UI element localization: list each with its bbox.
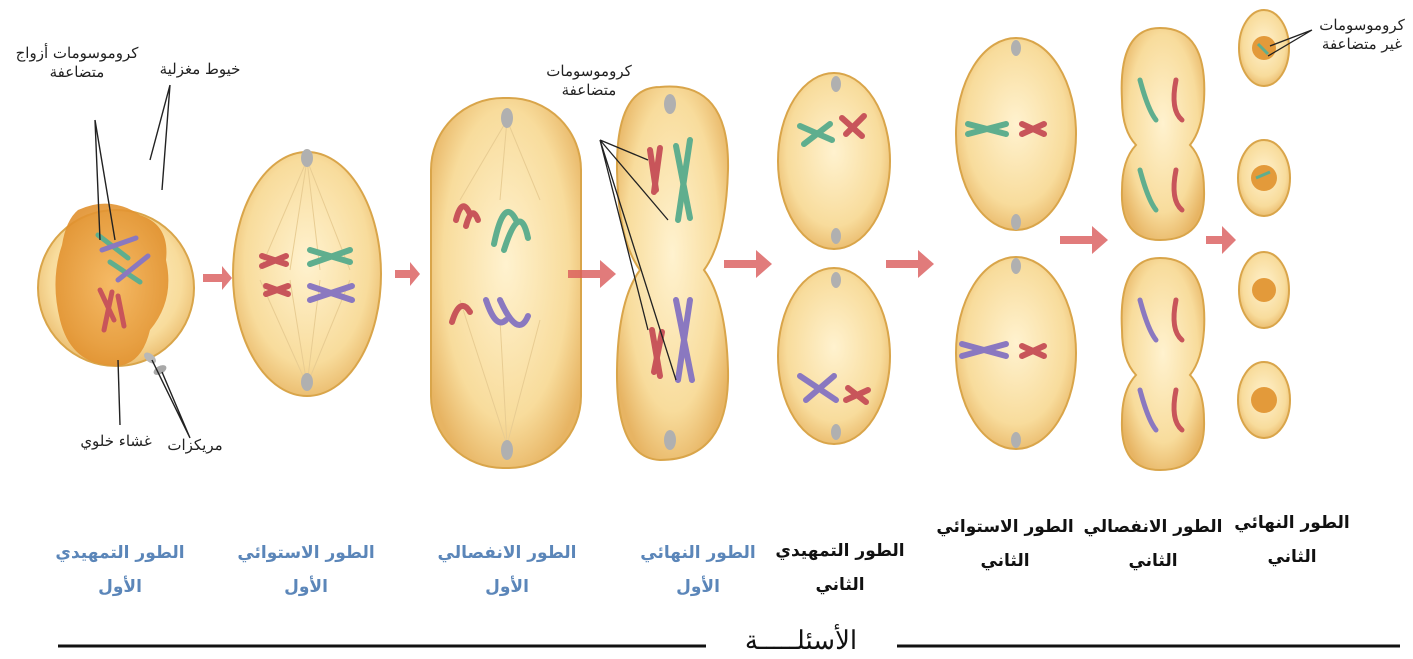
cell-prophase-2	[778, 73, 890, 444]
stage-division: الثاني	[1078, 544, 1228, 578]
stage-division: الثاني	[930, 544, 1080, 578]
stage-division: الأول	[226, 570, 386, 604]
stage-label-prophase-1: الطور التمهيدي الأول	[40, 536, 200, 604]
stage-name: الطور التمهيدي	[40, 536, 200, 570]
stage-division: الأول	[618, 570, 778, 604]
questions-heading: الأسئلـــــة	[706, 627, 896, 655]
stage-name: الطور النهائي	[618, 536, 778, 570]
stage-name: الطور الاستوائي	[930, 510, 1080, 544]
stage-division: الثاني	[770, 568, 910, 602]
stage-label-metaphase-1: الطور الاستوائي الأول	[226, 536, 386, 604]
label-unduplicated-chromosomes: كروموسومات غير متضاعفة	[1312, 16, 1412, 54]
cell-anaphase-2	[1122, 28, 1205, 470]
stage-division: الثاني	[1222, 540, 1362, 574]
label-paired-chromosomes: كروموسومات أزواج متضاعفة	[2, 44, 152, 82]
stage-label-telophase-2: الطور النهائي الثاني	[1222, 506, 1362, 574]
cell-anaphase-1	[431, 98, 581, 468]
stage-name: الطور النهائي	[1222, 506, 1362, 540]
stage-label-telophase-1: الطور النهائي الأول	[618, 536, 778, 604]
label-spindle-fibers: خيوط مغزلية	[150, 60, 250, 79]
label-cell-membrane: غشاء خلوي	[66, 432, 166, 451]
stage-label-prophase-2: الطور التمهيدي الثاني	[770, 534, 910, 602]
stage-name: الطور الانفصالي	[422, 536, 592, 570]
stage-name: الطور الاستوائي	[226, 536, 386, 570]
cell-metaphase-1	[233, 149, 381, 396]
stage-division: الأول	[40, 570, 200, 604]
cell-metaphase-2	[956, 38, 1076, 449]
stage-label-anaphase-1: الطور الانفصالي الأول	[422, 536, 592, 604]
label-centrioles: مريكزات	[160, 436, 230, 455]
label-duplicated-chromosomes: كروموسومات متضاعفة	[544, 62, 634, 100]
cell-telophase-1	[600, 86, 728, 460]
stage-name: الطور الانفصالي	[1078, 510, 1228, 544]
cell-prophase-1	[38, 85, 194, 438]
stage-name: الطور التمهيدي	[770, 534, 910, 568]
stage-division: الأول	[422, 570, 592, 604]
stage-label-anaphase-2: الطور الانفصالي الثاني	[1078, 510, 1228, 578]
stage-label-metaphase-2: الطور الاستوائي الثاني	[930, 510, 1080, 578]
cell-telophase-2	[1238, 10, 1312, 438]
